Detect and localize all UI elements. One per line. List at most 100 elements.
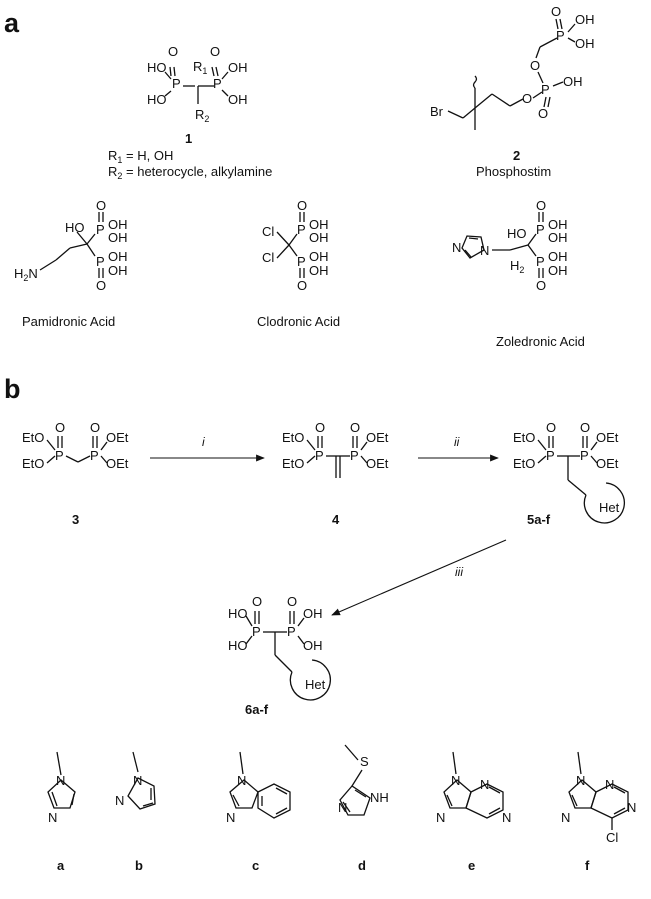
het-label: Het — [305, 677, 326, 692]
atom-O: O — [96, 198, 106, 213]
atom-N: N — [576, 773, 585, 788]
pamidronic-acid-structure: H2N HO P O OH OH P OH OH O — [14, 198, 128, 293]
atom-O: O — [90, 420, 100, 435]
condition-iii: iii — [455, 565, 463, 579]
heterocycle-label-a: a — [57, 858, 65, 873]
atom-N: N — [226, 810, 235, 825]
atom-N: N — [627, 800, 636, 815]
atom-OH: OH — [309, 249, 329, 264]
pamidronic-acid-label: Pamidronic Acid — [22, 314, 115, 329]
atom-OH: OH — [309, 217, 329, 232]
atom-P: P — [350, 448, 359, 463]
heterocycle-c: N N — [226, 751, 291, 825]
atom-N: N — [237, 773, 246, 788]
atom-EtO: EtO — [22, 456, 44, 471]
atom-O: O — [580, 420, 590, 435]
atom-N: N — [561, 810, 570, 825]
heterocycle-label-c: c — [252, 858, 259, 873]
atom-OH: OH — [548, 230, 568, 245]
panel-label-b: b — [4, 374, 21, 404]
atom-HO: HO — [507, 226, 527, 241]
compound-1-r1-definition: R1 = H, OH — [108, 148, 173, 165]
atom-OH: OH — [108, 230, 128, 245]
atom-P: P — [315, 448, 324, 463]
atom-O: O — [55, 420, 65, 435]
atom-P: P — [287, 624, 296, 639]
atom-N: N — [48, 810, 57, 825]
atom-HO: HO — [228, 638, 248, 653]
atom-OH: OH — [108, 263, 128, 278]
atom-Cl: Cl — [606, 830, 618, 845]
atom-P: P — [252, 624, 261, 639]
atom-H2N: H2N — [14, 266, 38, 283]
atom-Cl: Cl — [262, 250, 274, 265]
atom-O: O — [546, 420, 556, 435]
atom-OH: OH — [228, 60, 248, 75]
atom-OH: OH — [108, 249, 128, 264]
atom-R1: R1 — [193, 59, 207, 76]
compound-5-structure: EtO EtO P O Het P O OEt OEt — [513, 420, 625, 524]
atom-OH: OH — [548, 217, 568, 232]
het-label: Het — [599, 500, 620, 515]
atom-N: N — [451, 773, 460, 788]
atom-OH: OH — [309, 263, 329, 278]
atom-O: O — [350, 420, 360, 435]
compound-4-number: 4 — [332, 512, 340, 527]
atom-O: O — [297, 198, 307, 213]
atom-H2: H2 — [510, 258, 524, 275]
atom-OH: OH — [303, 606, 323, 621]
atom-NH: NH — [370, 790, 389, 805]
atom-Cl: Cl — [262, 224, 274, 239]
atom-N: N — [480, 243, 489, 258]
atom-P: P — [96, 254, 105, 269]
atom-P: P — [55, 448, 64, 463]
compound-2-structure: Br O P O OH O P O OH OH — [430, 4, 595, 130]
atom-EtO: EtO — [282, 456, 304, 471]
atom-P: P — [580, 448, 589, 463]
atom-EtO: EtO — [513, 430, 535, 445]
atom-N: N — [436, 810, 445, 825]
compound-1-structure: HO HO P O R1 R2 P O OH OH — [147, 44, 248, 124]
heterocycle-label-b: b — [135, 858, 143, 873]
atom-OEt: OEt — [366, 456, 389, 471]
atom-OEt: OEt — [106, 430, 129, 445]
compound-6-number: 6a-f — [245, 702, 269, 717]
compound-6-structure: HO HO P O Het P O OH OH — [228, 594, 331, 701]
condition-i: i — [202, 435, 205, 449]
atom-O: O — [210, 44, 220, 59]
atom-N: N — [338, 800, 347, 815]
heterocycle-a: N N — [47, 751, 76, 825]
atom-N: N — [605, 777, 614, 792]
atom-P: P — [172, 76, 181, 91]
atom-P: P — [536, 222, 545, 237]
clodronic-acid-label: Clodronic Acid — [257, 314, 340, 329]
atom-P: P — [213, 76, 222, 91]
atom-EtO: EtO — [22, 430, 44, 445]
atom-N: N — [502, 810, 511, 825]
atom-N: N — [115, 793, 124, 808]
atom-S: S — [360, 754, 369, 769]
atom-OH: OH — [548, 249, 568, 264]
compound-3-number: 3 — [72, 512, 79, 527]
atom-OEt: OEt — [106, 456, 129, 471]
heterocycle-e: N N N N — [436, 751, 511, 825]
atom-OH: OH — [548, 263, 568, 278]
atom-HO: HO — [65, 220, 85, 235]
atom-P: P — [96, 222, 105, 237]
atom-O: O — [252, 594, 262, 609]
atom-O: O — [530, 58, 540, 73]
panel-label-a: a — [4, 8, 20, 38]
compound-2-number: 2 — [513, 148, 520, 163]
compound-3-structure: EtO EtO P O P O OEt OEt — [22, 420, 129, 471]
atom-OH: OH — [575, 12, 595, 27]
atom-N: N — [56, 773, 65, 788]
compound-2-name: Phosphostim — [476, 164, 551, 179]
compound-1-number: 1 — [185, 131, 192, 146]
atom-P: P — [536, 254, 545, 269]
atom-O: O — [315, 420, 325, 435]
heterocycle-label-f: f — [585, 858, 590, 873]
atom-OEt: OEt — [596, 456, 619, 471]
zoledronic-acid-label: Zoledronic Acid — [496, 334, 585, 349]
condition-ii: ii — [454, 435, 460, 449]
atom-P: P — [90, 448, 99, 463]
